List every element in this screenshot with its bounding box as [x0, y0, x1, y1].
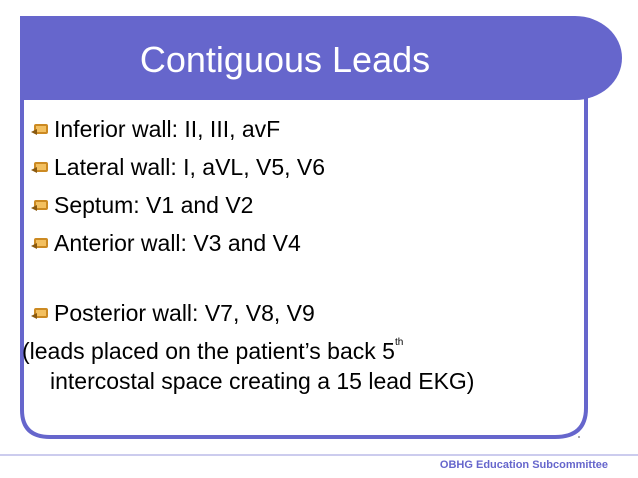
bullet-item-posterior: Posterior wall: V7, V8, V9 — [30, 294, 590, 332]
scroll-bullet-icon — [31, 238, 48, 249]
bullet-text: Inferior wall: II, III, avF — [54, 116, 281, 142]
bullet-text: Lateral wall: I, aVL, V5, V6 — [54, 154, 326, 180]
bullet-text: Septum: V1 and V2 — [54, 192, 254, 218]
note-superscript: th — [394, 337, 404, 348]
corner-dot — [578, 436, 580, 438]
bullet-item-anterior: Anterior wall: V3 and V4 — [30, 224, 590, 262]
bullet-item-inferior: Inferior wall: II, III, avF — [30, 110, 590, 148]
note-line-2: intercostal space creating a 15 lead EKG… — [50, 368, 475, 394]
scroll-bullet-icon — [31, 124, 48, 135]
bullet-text: Anterior wall: V3 and V4 — [54, 230, 301, 256]
bullet-item-septum: Septum: V1 and V2 — [30, 186, 590, 224]
scroll-bullet-icon — [31, 308, 48, 319]
scroll-bullet-icon — [31, 200, 48, 211]
bullet-list: Inferior wall: II, III, avF Lateral wall… — [30, 110, 590, 332]
slide-title: Contiguous Leads — [139, 39, 431, 80]
note-line-1-text: (leads placed on the patient’s back 5 — [22, 338, 395, 364]
title-banner — [20, 16, 622, 100]
bullet-text: Posterior wall: V7, V8, V9 — [54, 300, 315, 326]
scroll-bullet-icon — [31, 162, 48, 173]
content-border — [20, 98, 588, 439]
note-line-1: (leads placed on the patient’s back 5th — [22, 336, 592, 366]
footer-text: OBHG Education Subcommittee — [439, 459, 608, 471]
posterior-note: (leads placed on the patient’s back 5th … — [22, 336, 592, 396]
bullet-item-lateral: Lateral wall: I, aVL, V5, V6 — [30, 148, 590, 186]
